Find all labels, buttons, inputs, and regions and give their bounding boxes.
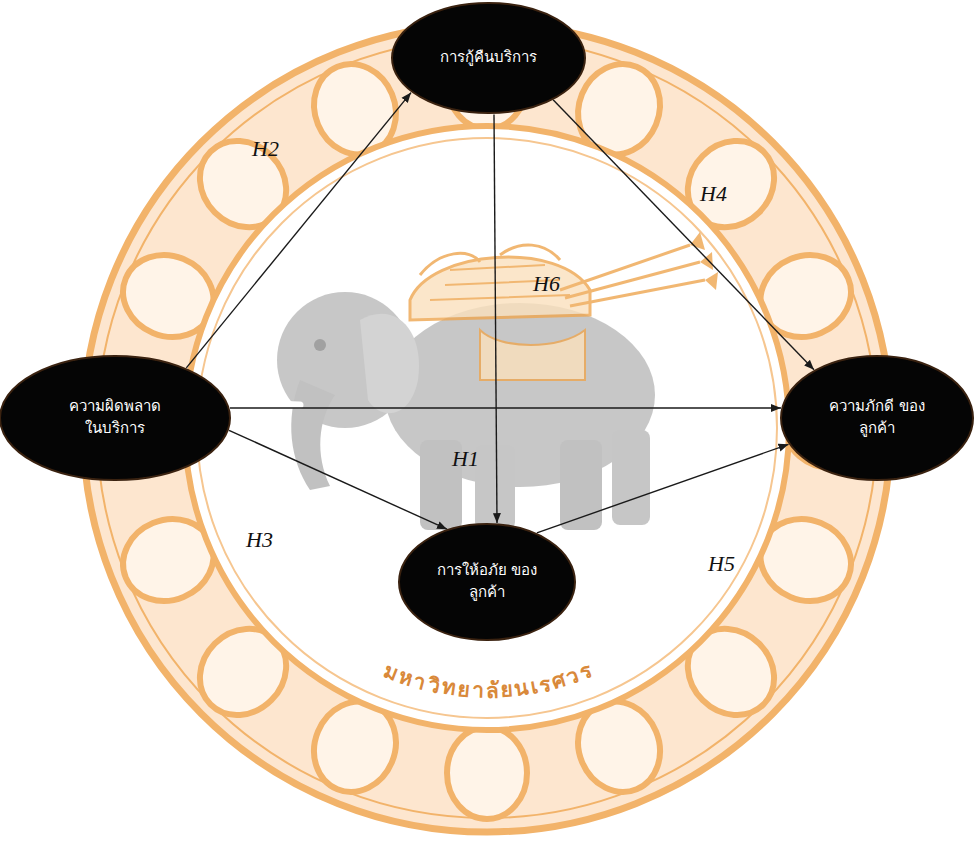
hypothesis-label: H5 [708,551,735,577]
arrow-connector [230,407,781,408]
hypothesis-label: H4 [700,181,727,207]
ellipse-outline [780,355,974,481]
ellipse-node: การให้อภัย ของลูกค้า [398,523,576,641]
node-text-wrap: ความภักดี ของลูกค้า [780,355,974,481]
ellipse-node: ความภักดี ของลูกค้า [780,355,974,481]
ellipse-outline [0,355,231,481]
howdah-illustration [410,232,718,380]
seal-inner-ring [185,126,789,730]
ellipse-outline [398,523,576,641]
node-label: การให้อภัย ของลูกค้า [432,560,542,604]
hypothesis-label: H1 [452,446,479,472]
ellipse-node: การกู้คืนบริการ [391,2,586,114]
ellipse-fill [399,524,575,640]
node-label: ความภักดี ของลูกค้า [822,396,932,440]
node-text-wrap: การให้อภัย ของลูกค้า [398,523,576,641]
node-label: ความผิดพลาด ในบริการ [60,396,170,440]
ellipse-fill [392,3,585,113]
hypothesis-label: H2 [252,136,279,162]
seal-inner-line [197,138,777,718]
arrow-connector [186,93,411,368]
hypothesis-label: H6 [533,271,560,297]
node-text-wrap: การกู้คืนบริการ [391,2,586,114]
node-label: การกู้คืนบริการ [440,47,537,69]
node-text-wrap: ความผิดพลาด ในบริการ [0,355,231,481]
elephant-illustration [240,292,655,530]
arrow-connector [553,100,814,370]
ellipse-fill [0,356,230,480]
hypothesis-label: H3 [246,527,273,553]
ellipse-node: ความผิดพลาด ในบริการ [0,355,231,481]
ellipse-fill [781,356,973,480]
arrow-connector [229,430,447,529]
arrow-connector [537,444,789,533]
arrow-connector [494,114,497,523]
